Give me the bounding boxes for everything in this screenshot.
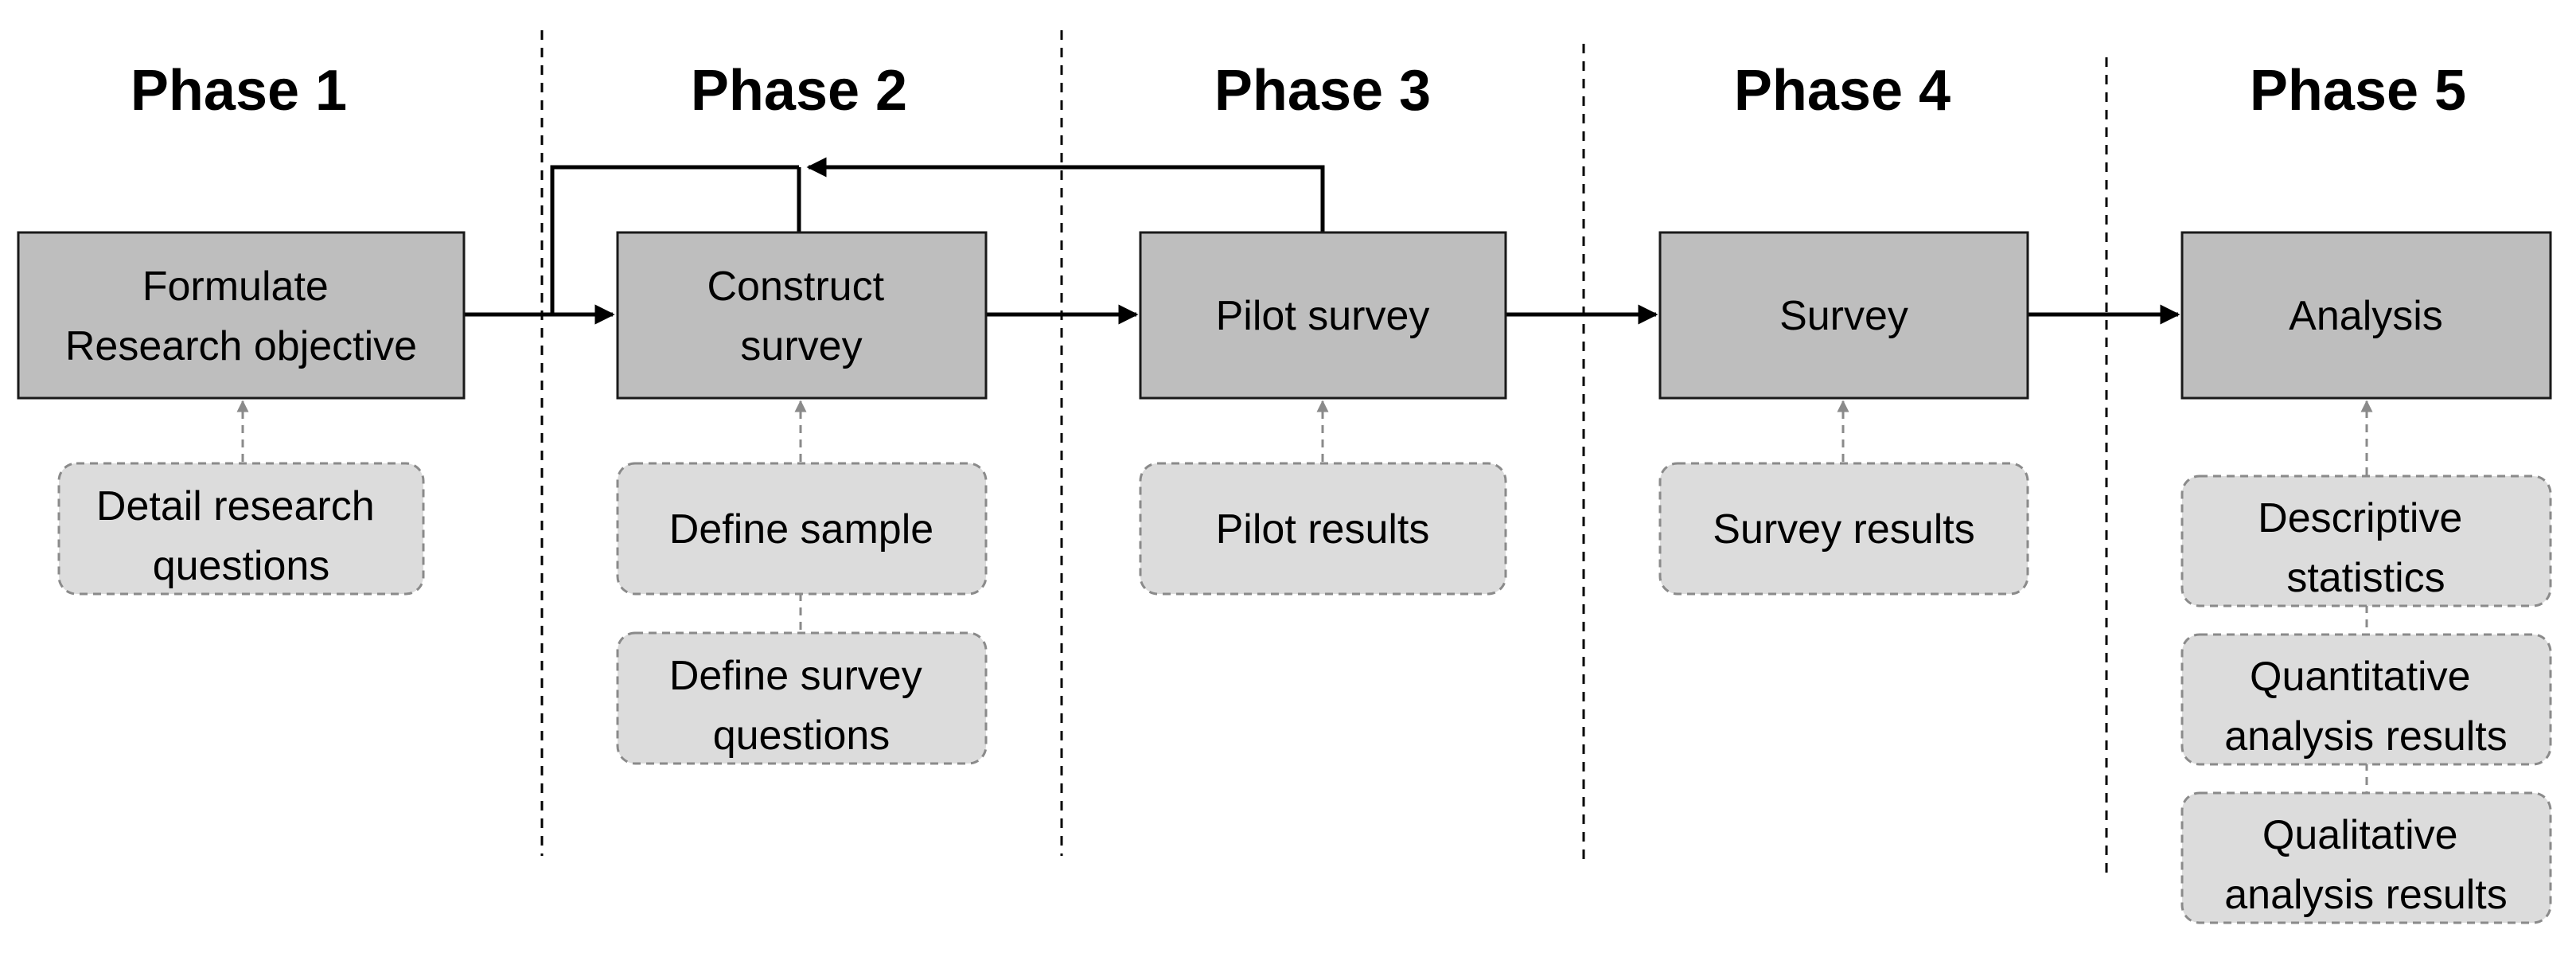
step-box xyxy=(616,231,988,400)
input-box xyxy=(616,462,988,596)
input-define-survey-questions: Define survey questions xyxy=(616,631,988,765)
input-survey-results: Survey results xyxy=(1658,462,2029,596)
input-quantitative-analysis-results: Quantitative analysis results xyxy=(2180,633,2552,766)
input-box xyxy=(2180,475,2552,607)
input-label-line: analysis results xyxy=(2224,872,2507,918)
step-pilot-survey: Pilot survey xyxy=(1139,231,1507,400)
input-box xyxy=(57,462,425,596)
phase-4-title: Phase 4 xyxy=(1734,59,1951,123)
phase-dividers xyxy=(540,30,2108,876)
phase-5-title: Phase 5 xyxy=(2250,59,2466,123)
input-box xyxy=(1139,462,1507,596)
input-label-line: Detail research xyxy=(96,483,375,529)
input-label-line: Define sample xyxy=(669,506,933,553)
input-label-line: questions xyxy=(153,543,330,589)
input-pilot-results: Pilot results xyxy=(1139,462,1507,596)
svg-text:Formulate Research obj: Formulate Research objective xyxy=(65,264,417,369)
input-label-line: Pilot results xyxy=(1216,506,1430,553)
svg-text:Detail research questi: Detail research questions xyxy=(96,483,386,589)
step-analysis: Analysis xyxy=(2180,231,2552,400)
svg-text:Descriptive statistics: Descriptive statistics xyxy=(2258,495,2474,601)
input-detail-research-questions: Detail research questions xyxy=(57,462,425,596)
phase-2-title: Phase 2 xyxy=(691,59,907,123)
input-label-line: Define survey xyxy=(669,653,922,699)
phase-titles: Phase 1 Phase 2 Phase 3 Phase 4 Phase 5 xyxy=(131,59,2466,123)
svg-text:Qualitative analysis r: Qualitative analysis results xyxy=(2224,812,2507,918)
feedback-arrow-to-construct xyxy=(806,157,1325,232)
step-label-line: Pilot survey xyxy=(1216,293,1430,339)
phase-3-title: Phase 3 xyxy=(1214,59,1431,123)
svg-text:Define survey question: Define survey questions xyxy=(669,653,933,759)
step-label-line: Formulate xyxy=(142,264,329,310)
svg-text:Quantitative analysis: Quantitative analysis results xyxy=(2224,654,2507,760)
step-construct-survey: Construct survey xyxy=(616,231,988,400)
step-formulate-research-objective: Formulate Research objective xyxy=(17,231,466,400)
step-box xyxy=(2180,231,2552,400)
input-box xyxy=(1658,462,2029,596)
input-label-line: questions xyxy=(713,713,890,759)
input-label-line: analysis results xyxy=(2224,713,2507,760)
process-steps: Formulate Research objective Construct s… xyxy=(17,231,2552,400)
input-define-sample: Define sample xyxy=(616,462,988,596)
input-qualitative-analysis-results: Qualitative analysis results xyxy=(2180,791,2552,924)
input-label-line: Descriptive xyxy=(2258,495,2462,541)
step-box xyxy=(1139,231,1507,400)
step-label-line: Construct xyxy=(707,264,885,310)
input-descriptive-statistics: Descriptive statistics xyxy=(2180,475,2552,607)
svg-text:Construct survey: Construct survey xyxy=(707,264,896,369)
step-survey: Survey xyxy=(1658,231,2029,400)
input-box xyxy=(2180,633,2552,766)
input-box xyxy=(2180,791,2552,924)
step-box xyxy=(1658,231,2029,400)
step-label-line: Survey xyxy=(1779,293,1908,339)
step-label-line: Analysis xyxy=(2289,293,2443,339)
phase-inputs: Detail research questions Define sample … xyxy=(57,462,2552,924)
input-label-line: Qualitative xyxy=(2262,812,2458,858)
input-label-line: Quantitative xyxy=(2250,654,2471,700)
input-label-line: statistics xyxy=(2286,555,2445,601)
step-label-line: Research objective xyxy=(65,323,417,369)
input-label-line: Survey results xyxy=(1713,506,1974,553)
step-box xyxy=(17,231,466,400)
input-arrows xyxy=(236,400,2373,792)
phase-1-title: Phase 1 xyxy=(131,59,347,123)
input-box xyxy=(616,631,988,765)
step-label-line: survey xyxy=(740,323,862,369)
